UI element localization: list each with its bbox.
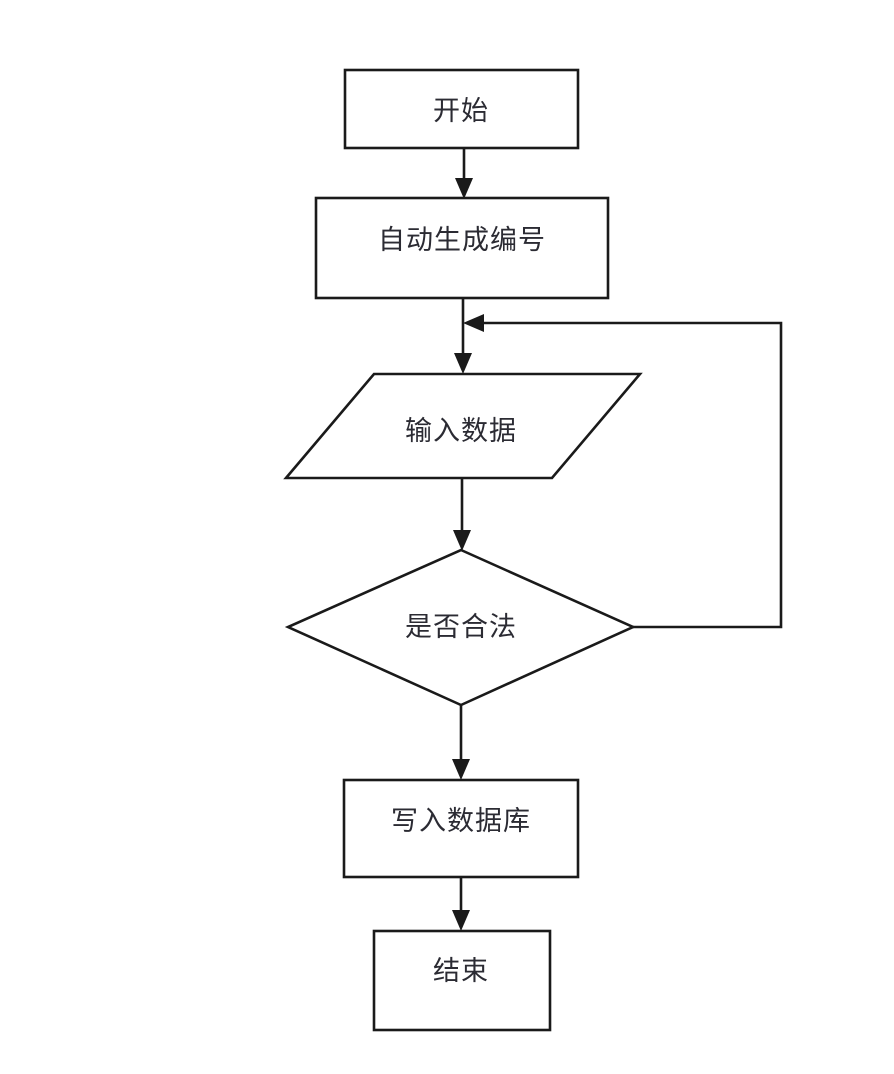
node-write-database[interactable]: 写入数据库	[342, 778, 580, 879]
node-end-label: 结束	[433, 956, 489, 986]
node-start-shape[interactable]	[343, 68, 580, 150]
edge-line	[472, 321, 783, 629]
node-generate-id[interactable]: 自动生成编号	[314, 196, 610, 300]
node-start[interactable]: 开始	[343, 68, 580, 150]
arrow-head-icon	[455, 178, 473, 199]
node-write-database-shape[interactable]	[342, 778, 580, 879]
node-decision-valid-shape[interactable]	[284, 548, 637, 707]
edge-start-to-generate	[455, 148, 473, 199]
edge-write-to-end	[452, 877, 470, 931]
node-decision-valid-label: 是否合法	[405, 612, 517, 642]
node-generate-id-label: 自动生成编号	[378, 225, 546, 255]
node-decision-valid[interactable]: 是否合法	[284, 548, 637, 707]
node-generate-id-shape[interactable]	[314, 196, 610, 300]
node-input-data-label: 输入数据	[405, 416, 517, 446]
node-end-shape[interactable]	[372, 929, 552, 1032]
arrow-head-icon	[453, 530, 471, 551]
arrow-head-icon	[452, 759, 470, 780]
edge-decision-to-write	[452, 705, 470, 780]
node-end[interactable]: 结束	[372, 929, 552, 1032]
node-input-data[interactable]: 输入数据	[283, 372, 643, 480]
arrow-head-icon	[454, 353, 472, 374]
node-start-label: 开始	[433, 96, 489, 126]
node-input-data-shape[interactable]	[283, 372, 643, 480]
node-write-database-label: 写入数据库	[391, 806, 531, 836]
edge-decision-to-input-loop	[463, 314, 783, 629]
arrow-head-icon	[463, 314, 484, 332]
arrow-head-icon	[452, 910, 470, 931]
edge-generate-to-input	[454, 298, 472, 374]
edge-input-to-decision	[453, 478, 471, 551]
